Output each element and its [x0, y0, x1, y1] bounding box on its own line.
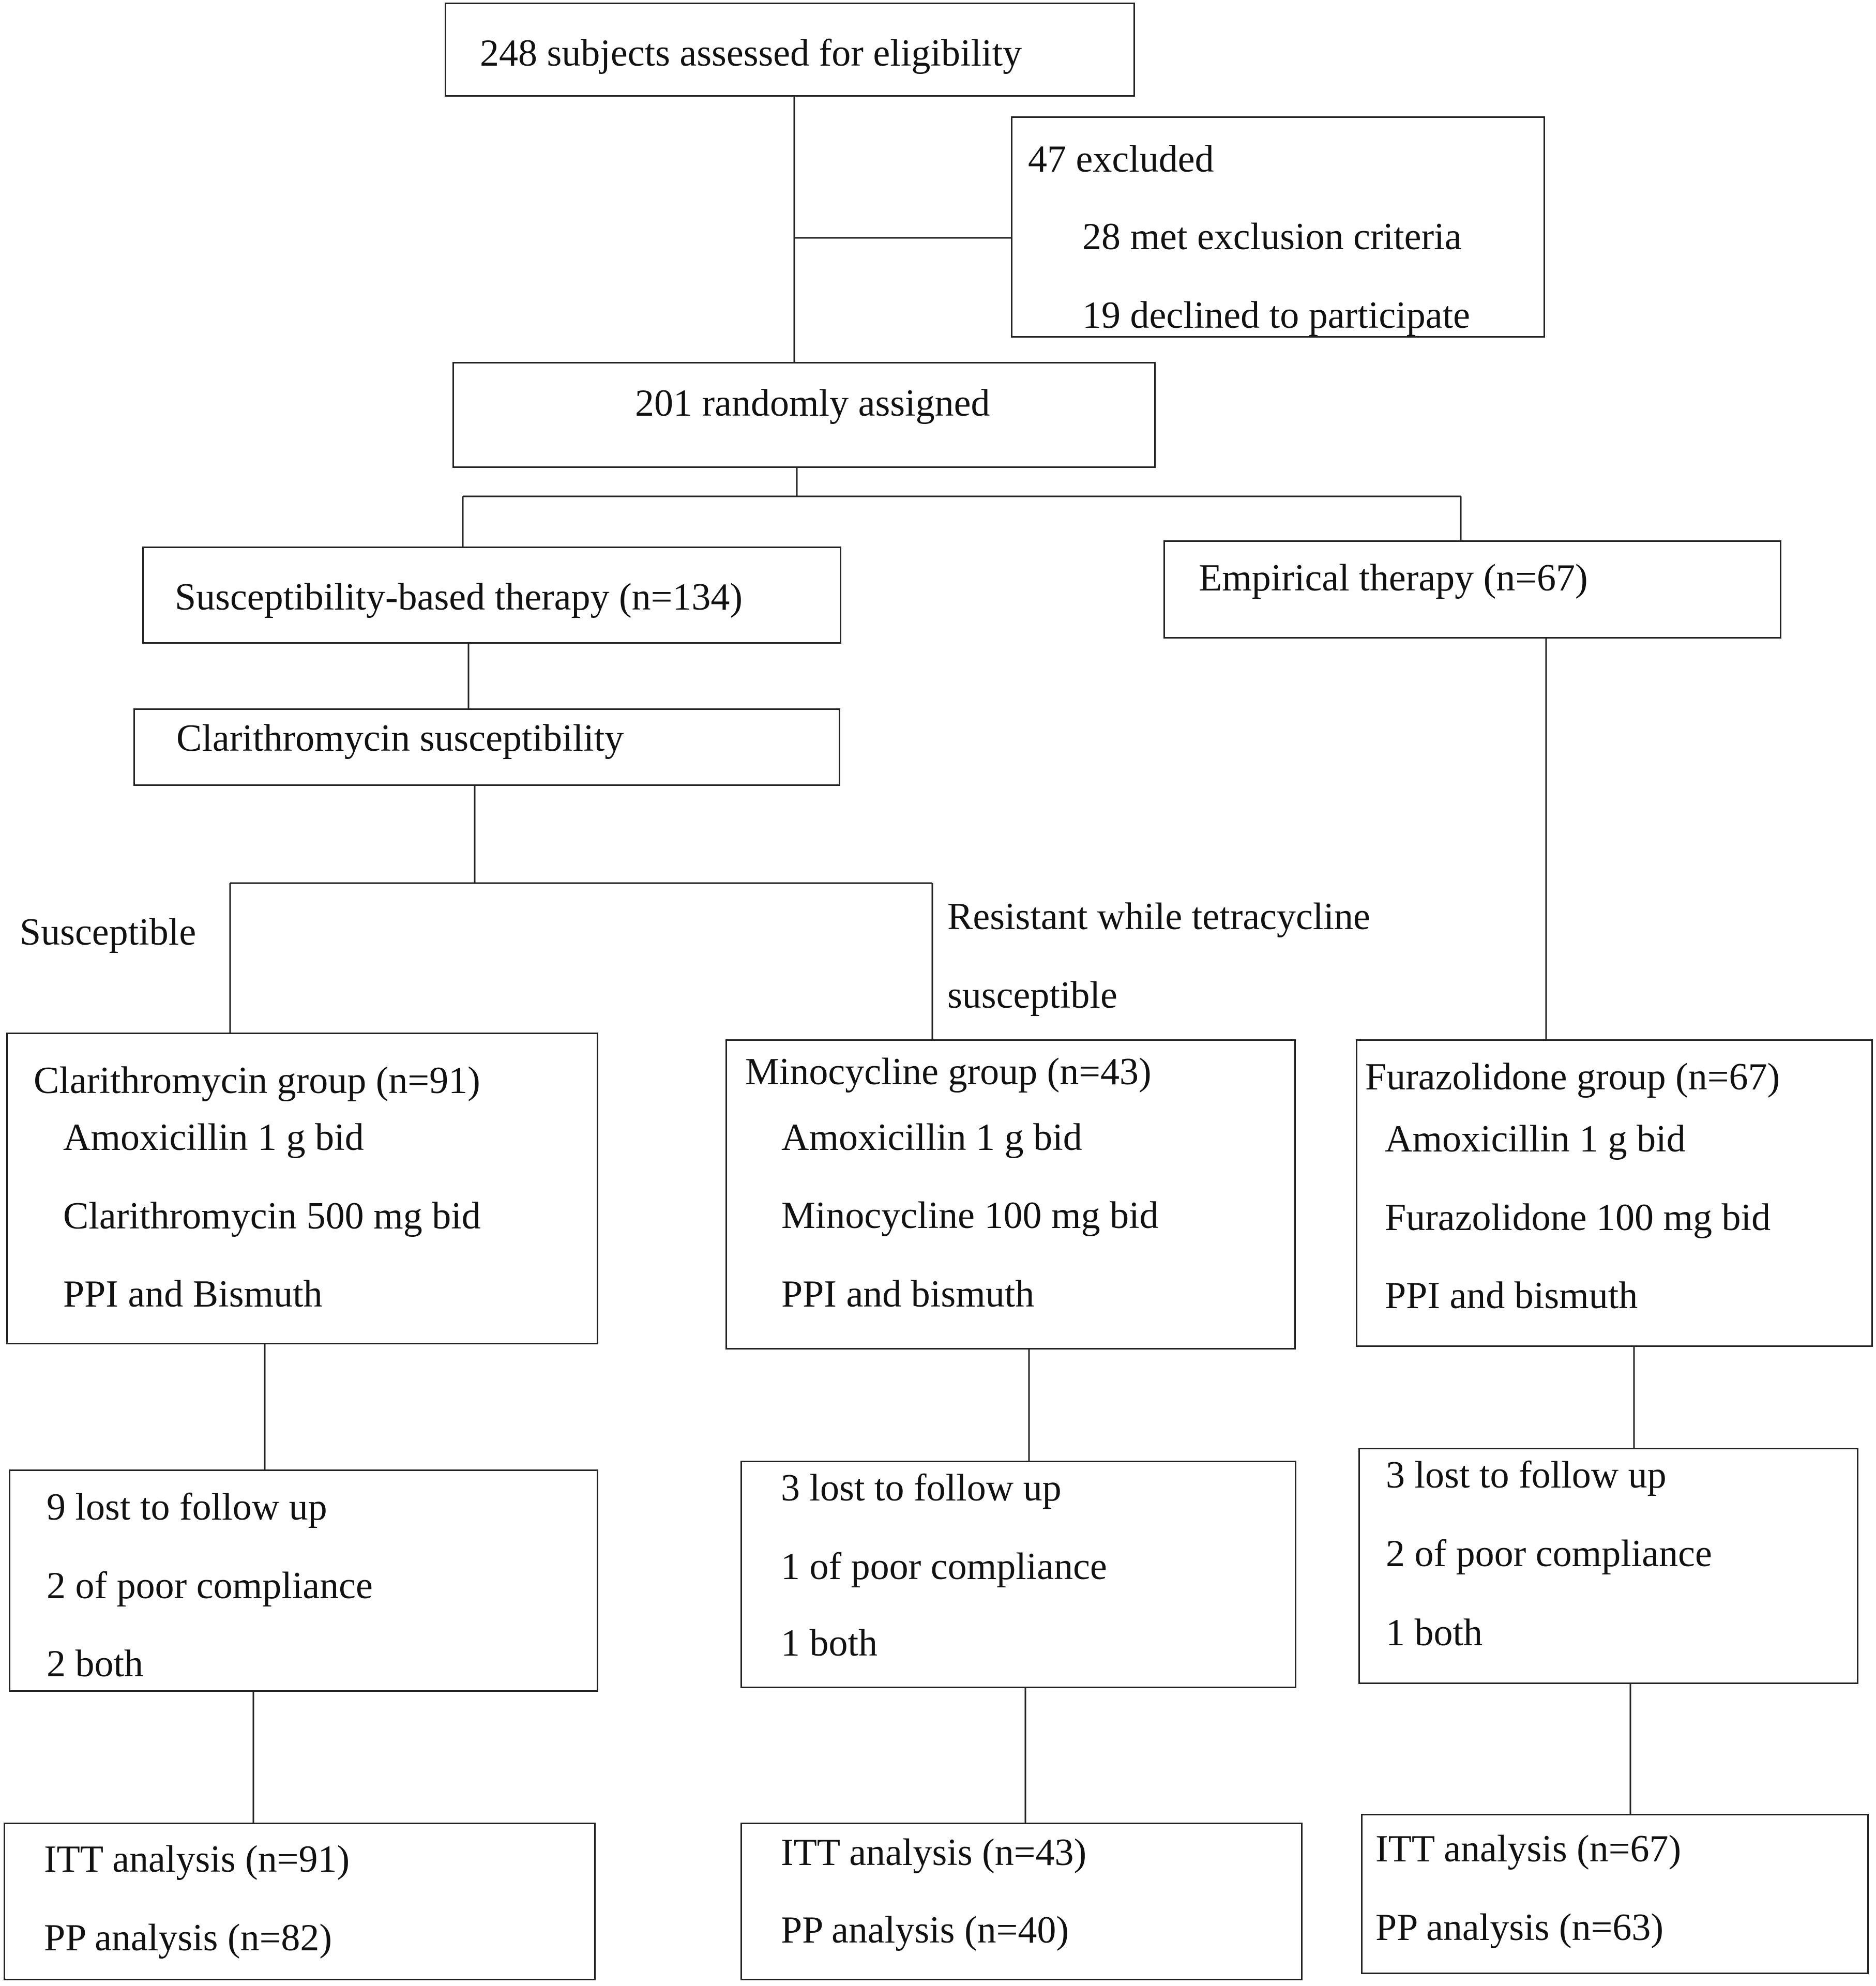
- edge-label-resistant-line-2: susceptible: [947, 974, 1117, 1017]
- edge-label-resistant-line-1: Resistant while tetracycline: [947, 896, 1370, 938]
- node-line: Clarithromycin susceptibility: [176, 717, 624, 760]
- node-line: 1 of poor compliance: [781, 1545, 1107, 1588]
- node-minocycline-loss: 3 lost to follow up 1 of poor compliance…: [740, 1461, 1296, 1688]
- node-line: PP analysis (n=63): [1375, 1906, 1663, 1949]
- node-furazolidone-group: Furazolidone group (n=67) Amoxicillin 1 …: [1356, 1039, 1873, 1347]
- node-line: 2 both: [47, 1643, 144, 1685]
- node-excluded: 47 excluded 28 met exclusion criteria 19…: [1011, 116, 1545, 338]
- node-line: Clarithromycin 500 mg bid: [63, 1195, 481, 1237]
- node-line: Amoxicillin 1 g bid: [781, 1116, 1082, 1159]
- node-furazolidone-analysis: ITT analysis (n=67) PP analysis (n=63): [1361, 1814, 1869, 1974]
- node-line: 1 both: [1386, 1612, 1483, 1654]
- node-assessed: 248 subjects assessed for eligibility: [445, 3, 1135, 97]
- node-line: ITT analysis (n=67): [1375, 1828, 1682, 1870]
- node-line: 47 excluded: [1028, 138, 1214, 180]
- node-line: 201 randomly assigned: [635, 382, 990, 425]
- node-line: Amoxicillin 1 g bid: [63, 1116, 364, 1159]
- node-susceptibility-therapy: Susceptibility-based therapy (n=134): [142, 547, 841, 644]
- node-line: PPI and bismuth: [781, 1273, 1035, 1315]
- node-line: Clarithromycin group (n=91): [34, 1059, 480, 1102]
- node-line: 2 of poor compliance: [47, 1565, 373, 1607]
- node-line: Amoxicillin 1 g bid: [1385, 1118, 1686, 1160]
- node-clarithromycin-loss: 9 lost to follow up 2 of poor compliance…: [9, 1469, 598, 1692]
- edge-label-susceptible: Susceptible: [20, 911, 196, 953]
- node-line: Susceptibility-based therapy (n=134): [175, 576, 743, 618]
- node-clarithromycin-group: Clarithromycin group (n=91) Amoxicillin …: [6, 1033, 598, 1344]
- node-line: 9 lost to follow up: [47, 1486, 327, 1528]
- node-empirical-therapy: Empirical therapy (n=67): [1163, 540, 1781, 639]
- node-line: Furazolidone group (n=67): [1365, 1056, 1780, 1098]
- node-clarithromycin-analysis: ITT analysis (n=91) PP analysis (n=82): [4, 1823, 596, 1980]
- node-line: PPI and bismuth: [1385, 1275, 1638, 1317]
- node-line: PP analysis (n=82): [44, 1917, 332, 1959]
- node-line: ITT analysis (n=43): [781, 1831, 1087, 1874]
- node-minocycline-group: Minocycline group (n=43) Amoxicillin 1 g…: [725, 1039, 1296, 1350]
- node-line: Minocycline 100 mg bid: [781, 1194, 1159, 1237]
- node-line: 1 both: [781, 1622, 878, 1664]
- node-line: 3 lost to follow up: [781, 1467, 1062, 1509]
- node-line: Furazolidone 100 mg bid: [1385, 1196, 1771, 1239]
- node-clarithromycin-susceptibility: Clarithromycin susceptibility: [133, 708, 840, 786]
- node-line: 2 of poor compliance: [1386, 1533, 1712, 1575]
- node-minocycline-analysis: ITT analysis (n=43) PP analysis (n=40): [740, 1823, 1303, 1980]
- node-line: 3 lost to follow up: [1386, 1454, 1667, 1496]
- node-line: Minocycline group (n=43): [745, 1051, 1152, 1093]
- node-line: PPI and Bismuth: [63, 1273, 323, 1315]
- node-line: PP analysis (n=40): [781, 1909, 1069, 1951]
- node-line: 248 subjects assessed for eligibility: [480, 32, 1022, 74]
- node-furazolidone-loss: 3 lost to follow up 2 of poor compliance…: [1358, 1448, 1858, 1684]
- node-line: ITT analysis (n=91): [44, 1838, 350, 1881]
- node-line: Empirical therapy (n=67): [1199, 557, 1588, 599]
- node-randomized: 201 randomly assigned: [452, 362, 1156, 468]
- node-line: 19 declined to participate: [1082, 294, 1470, 337]
- node-line: 28 met exclusion criteria: [1082, 216, 1462, 258]
